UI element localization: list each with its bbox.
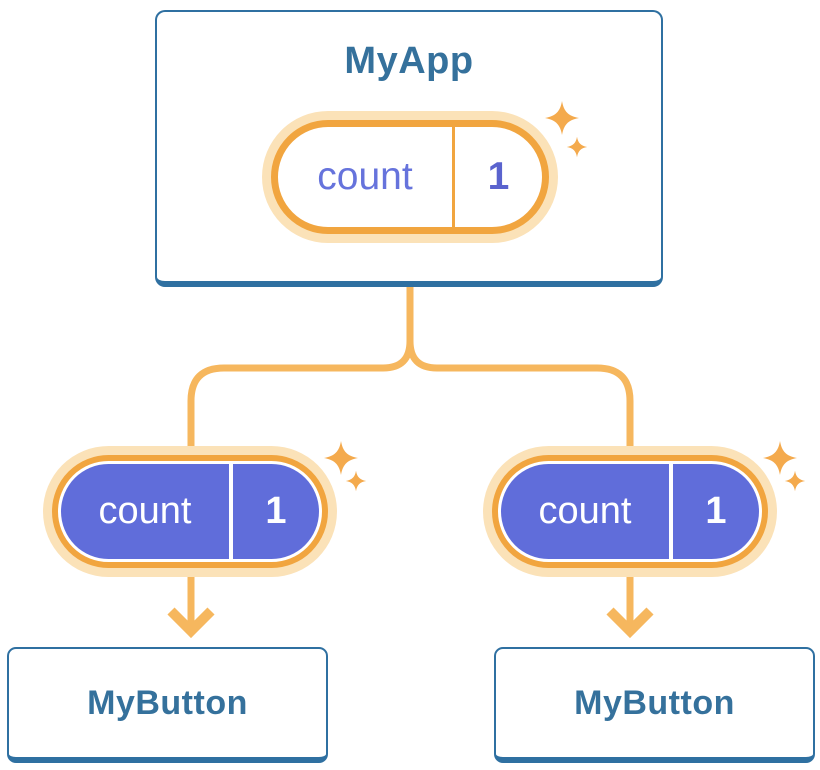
state-pill-root: count 1 [262,111,558,243]
arrowhead-left-icon [167,607,215,639]
state-name: count [98,490,192,532]
state-value: 1 [229,464,319,559]
sparkle-icon [763,441,797,475]
state-pill-child-left: count 1 [43,446,337,577]
component-card-mybutton-left: MyButton [7,647,328,763]
sparkle-icon [324,441,358,475]
sparkle-icon [784,470,806,492]
component-title: MyButton [87,683,248,722]
component-card-mybutton-right: MyButton [494,647,815,763]
sparkle-icon [345,470,367,492]
state-pill-child-right: count 1 [483,446,777,577]
arrowhead-right-icon [606,607,654,639]
component-title: MyButton [574,683,735,722]
state-value: 1 [669,464,759,559]
component-title: MyApp [344,40,474,82]
state-name: count [317,155,413,198]
state-name: count [538,490,632,532]
state-value: 1 [452,127,542,227]
